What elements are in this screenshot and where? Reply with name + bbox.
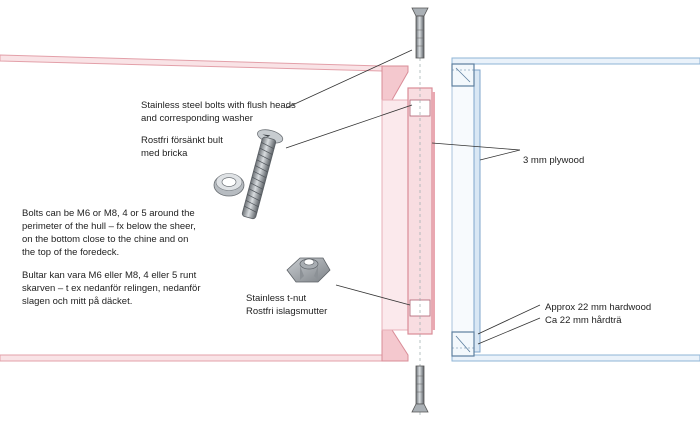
hardwood-label: Approx 22 mm hardwood Ca 22 mm hårdträ [545, 301, 651, 327]
leader-tnut [335, 284, 411, 306]
hardwood-label-line1: Approx 22 mm hardwood [545, 302, 652, 313]
bottom-bolt-icon [411, 365, 429, 413]
leader-plywood-a [431, 142, 521, 151]
bolts-label-sv-line2: med bricka [141, 148, 188, 159]
right-hull-section [451, 57, 700, 362]
washer-icon [213, 173, 245, 197]
bolts-label-sv-line1: Rostfri försänkt bult [141, 135, 223, 146]
notes-sv-line1: Bultar kan vara M6 eller M8, 4 eller 5 r… [22, 270, 197, 281]
t-nut-icon [286, 257, 331, 283]
bolts-label-en: Stainless steel bolts with flush heads a… [141, 99, 296, 125]
plywood-label: 3 mm plywood [523, 154, 584, 167]
notes-sv-line2: skarven – t ex nedanför relingen, nedanf… [22, 283, 201, 294]
tnut-label: Stainless t-nut Rostfri islagsmutter [246, 292, 327, 318]
notes-en-line2: perimeter of the hull – fx below the she… [22, 221, 196, 232]
bolts-label-en-line1: Stainless steel bolts with flush heads [141, 100, 296, 111]
notes-en-line4: the top of the foredeck. [22, 247, 120, 258]
countersunk-bolt-icon [241, 129, 284, 220]
left-hull-section [0, 54, 435, 362]
notes-en: Bolts can be M6 or M8, 4 or 5 around the… [22, 207, 196, 259]
leader-bolt-pocket [285, 104, 413, 149]
leader-hardwood-b [477, 317, 541, 345]
notes-en-line3: on the bottom close to the chine and on [22, 234, 189, 245]
bolts-label-sv: Rostfri försänkt bult med bricka [141, 134, 223, 160]
bolts-label-en-line2: and corresponding washer [141, 113, 253, 124]
notes-sv-line3: slagen och mitt på däcket. [22, 296, 133, 307]
hardwood-label-line2: Ca 22 mm hårdträ [545, 315, 622, 326]
notes-sv: Bultar kan vara M6 eller M8, 4 eller 5 r… [22, 269, 201, 308]
leader-bolt-top [285, 49, 413, 109]
plywood-label-text: 3 mm plywood [523, 155, 585, 166]
tnut-label-line2: Rostfri islagsmutter [246, 306, 328, 317]
leader-plywood-b [479, 149, 521, 161]
tnut-label-line1: Stainless t-nut [246, 293, 307, 304]
notes-en-line1: Bolts can be M6 or M8, 4 or 5 around the [22, 208, 195, 219]
leader-hardwood-a [477, 304, 541, 335]
top-bolt-icon [411, 7, 429, 59]
leader-lines [285, 49, 541, 345]
